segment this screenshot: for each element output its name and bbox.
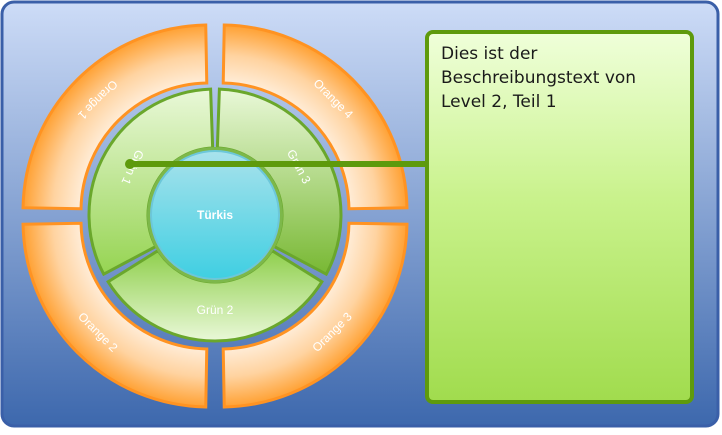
center-circle[interactable] <box>150 150 280 280</box>
center-label: Türkis <box>197 208 233 222</box>
outer-segment-shape-orange-1[interactable] <box>21 23 209 211</box>
inner-segment-label-gruen-2: Grün 2 <box>197 303 234 317</box>
outer-segment-orange-3[interactable]: Orange 3 <box>221 221 409 409</box>
connector-anchor-dot <box>125 159 135 169</box>
outer-segment-orange-1[interactable]: Orange 1 <box>21 23 209 211</box>
callout-text: Dies ist der Beschreibungstext von Level… <box>441 44 637 112</box>
callout-box: Dies ist der Beschreibungstext von Level… <box>425 30 694 404</box>
outer-segment-shape-orange-3[interactable] <box>221 221 409 409</box>
outer-segment-shape-orange-2[interactable] <box>21 221 209 409</box>
outer-segment-orange-2[interactable]: Orange 2 <box>21 221 209 409</box>
